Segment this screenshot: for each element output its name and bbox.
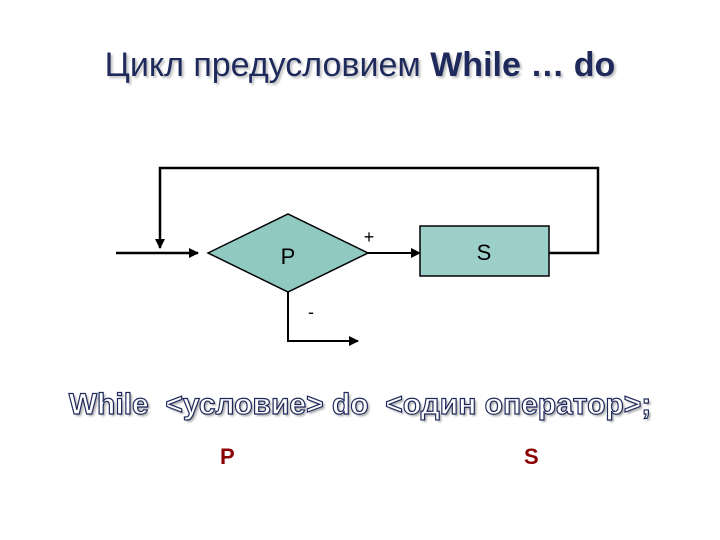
- slide-title: Цикл предусловием While … do: [0, 46, 720, 85]
- title-keyword: While … do: [430, 46, 616, 84]
- plus-label: +: [364, 227, 375, 247]
- syntax-p-label: P: [220, 444, 235, 469]
- minus-label: -: [308, 302, 314, 322]
- syntax-s-label: S: [524, 444, 539, 469]
- condition-label: P: [281, 244, 296, 269]
- syntax-statement: While <условие> do <один оператор>;: [68, 387, 652, 421]
- title-prefix: Цикл предусловием: [104, 46, 431, 84]
- body-box: [419, 225, 550, 277]
- body-label: S: [477, 240, 492, 265]
- loop-back-line: [155, 166, 600, 255]
- exit-line: [287, 292, 359, 346]
